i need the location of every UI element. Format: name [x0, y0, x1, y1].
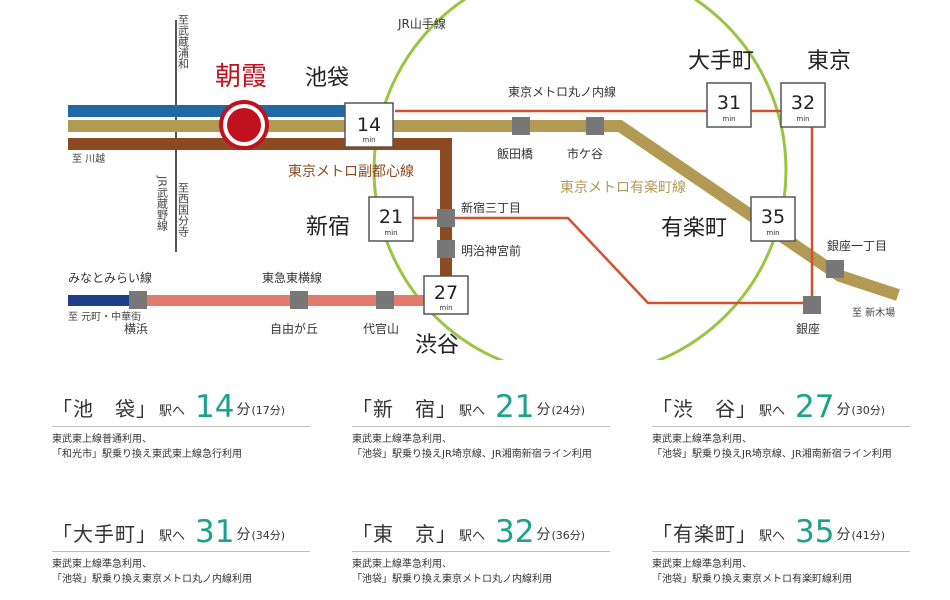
svg-text:min: min	[766, 229, 779, 237]
svg-text:min: min	[722, 115, 735, 123]
svg-text:35: 35	[761, 206, 785, 228]
station-tokyo: 東京	[807, 49, 851, 74]
route-note: 東武東上線準急利用、「池袋」駅乗り換えJR埼京線、JR湘南新宿ライン利用	[652, 434, 892, 460]
station-marker-ichigaya	[586, 117, 604, 135]
timebox-otemachi: 31 min	[706, 82, 752, 128]
fukutoshin-line	[68, 138, 452, 285]
yamanote-loop	[372, 0, 788, 360]
station-otemachi: 大手町	[688, 49, 754, 74]
station-yokohama: 横浜	[124, 322, 148, 336]
timebox-tokyo: 32 min	[780, 82, 826, 128]
station-ichigaya: 市ケ谷	[567, 146, 603, 161]
svg-text:min: min	[384, 229, 397, 237]
route-note: 東武東上線準急利用、「池袋」駅乗り換え東京メトロ丸ノ内線利用	[352, 559, 552, 585]
route-minutes: 14	[195, 389, 235, 425]
direction-shinkiba: 至 新木場	[852, 306, 895, 319]
svg-text:min: min	[362, 136, 375, 144]
station-marker-daikanyama	[376, 291, 394, 309]
route-map: 14 min 21 min 27 min 31 min 32 min 35 mi…	[68, 0, 900, 360]
station-ginza-itchome: 銀座一丁目	[827, 238, 887, 253]
station-yurakucho: 有楽町	[661, 216, 727, 241]
route-note: 東武東上線準急利用、「池袋」駅乗り換え東京メトロ丸ノ内線利用	[52, 559, 252, 585]
label-yurakucho-line: 東京メトロ有楽町線	[560, 180, 686, 196]
direction-kawagoe: 至 川越	[72, 152, 105, 165]
station-shinjuku-sanchome: 新宿三丁目	[461, 200, 521, 215]
route-station: 「東 京」	[352, 522, 457, 546]
svg-text:14: 14	[357, 114, 381, 136]
station-iidabashi: 飯田橋	[497, 146, 533, 161]
route-minutes: 27	[795, 389, 835, 425]
station-marker-meiji-jingumae	[437, 240, 455, 258]
route-station: 「有楽町」	[652, 522, 757, 546]
marunouchi-shinjuku-branch	[412, 216, 812, 305]
origin-station-name: 朝霞	[215, 62, 267, 92]
route-minutes: 21	[495, 389, 535, 425]
route-note: 東武東上線準急利用、「池袋」駅乗り換えJR埼京線、JR湘南新宿ライン利用	[352, 434, 592, 460]
route-minutes: 32	[495, 514, 535, 550]
route-note: 東武東上線普通利用、「和光市」駅乗り換え東武東上線急行利用	[52, 434, 242, 460]
label-minatomirai: みなとみらい線	[68, 270, 152, 285]
label-marunouchi: 東京メトロ丸ノ内線	[508, 84, 616, 99]
direction-nishi-kokubunji: 至西国分寺	[177, 182, 190, 237]
station-meiji-jingumae: 明治神宮前	[461, 243, 521, 258]
timebox-shinjuku: 21 min	[368, 196, 414, 242]
svg-text:min: min	[439, 304, 452, 312]
station-marker-jiyugaoka	[290, 291, 308, 309]
route-station: 「大手町」	[52, 522, 157, 546]
timebox-ikebukuro: 14 min	[344, 102, 394, 148]
route-minutes: 35	[795, 514, 835, 550]
tojo-line	[68, 105, 348, 117]
station-shinjuku: 新宿	[306, 215, 350, 240]
route-station: 「新 宿」	[352, 397, 457, 421]
label-toyoko: 東急東横線	[262, 270, 322, 285]
origin-station-dot	[227, 108, 261, 142]
svg-text:21: 21	[379, 206, 403, 228]
svg-text:min: min	[796, 115, 809, 123]
station-marker-ginza	[803, 296, 821, 314]
label-fukutoshin: 東京メトロ副都心線	[288, 164, 414, 180]
route-station: 「池 袋」	[52, 397, 157, 421]
svg-text:32: 32	[791, 92, 815, 114]
label-musashino-line: JR武蔵野線	[156, 175, 169, 231]
route-note: 東武東上線準急利用、「池袋」駅乗り換え東京メトロ有楽町線利用	[652, 559, 852, 585]
route-station: 「渋 谷」	[652, 397, 757, 421]
direction-musashi-urawa: 至武蔵浦和	[177, 14, 190, 70]
station-daikanyama: 代官山	[363, 321, 399, 336]
timebox-shibuya: 27 min	[423, 275, 469, 315]
station-shibuya: 渋谷	[415, 333, 459, 358]
route-minutes: 31	[195, 514, 235, 550]
svg-text:31: 31	[717, 92, 741, 114]
minatomirai-line	[68, 295, 138, 306]
station-ikebukuro: 池袋	[305, 66, 349, 91]
yurakucho-line	[68, 120, 900, 301]
svg-text:27: 27	[434, 282, 458, 304]
station-ginza: 銀座	[796, 321, 820, 336]
station-marker-shinjuku-sanchome	[437, 209, 455, 227]
timebox-yurakucho: 35 min	[750, 196, 796, 242]
direction-motomachi: 至 元町・中華街	[68, 310, 141, 323]
station-jiyugaoka: 自由が丘	[270, 321, 318, 336]
station-marker-yokohama	[129, 291, 147, 309]
station-marker-ginza-itchome	[826, 260, 844, 278]
toyoko-line	[138, 295, 434, 306]
label-yamanote: JR山手線	[397, 16, 446, 31]
station-marker-iidabashi	[512, 117, 530, 135]
